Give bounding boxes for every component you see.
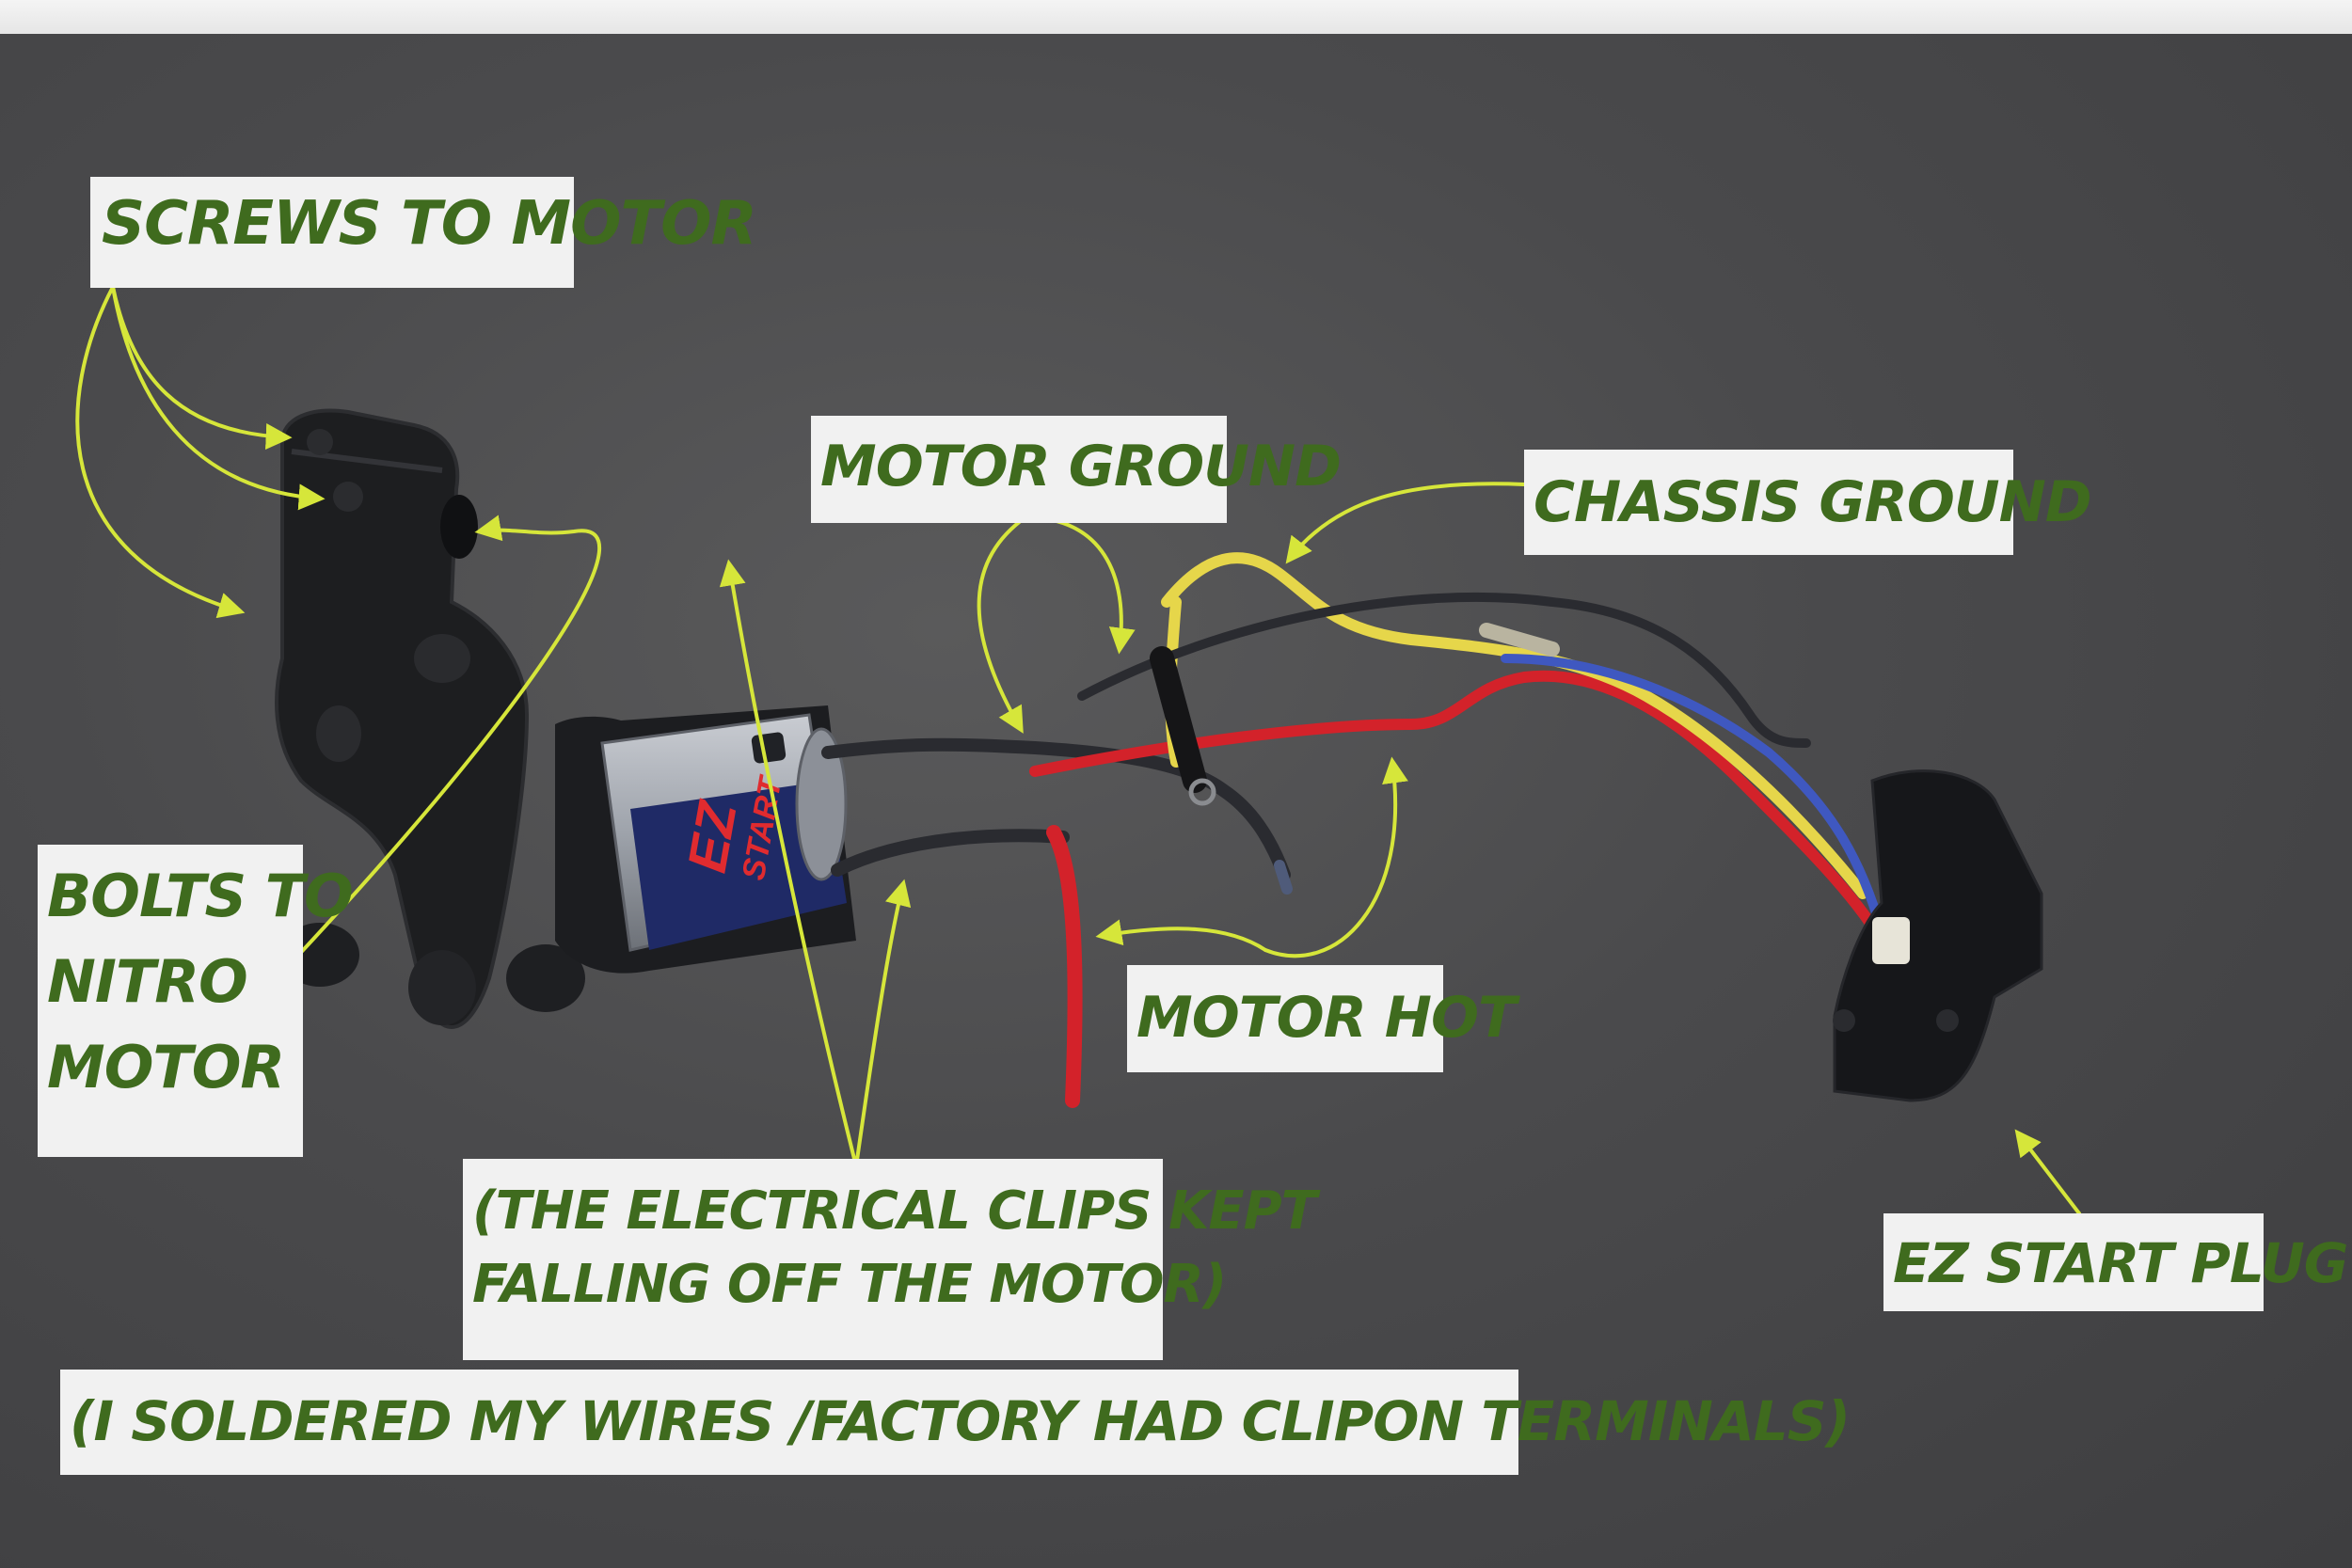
motor-hot-wire	[1046, 825, 1083, 1108]
arrow-motor-hot-2	[1095, 919, 1267, 952]
arrow-motor-ground-1	[977, 515, 1027, 734]
arrow-clips-1	[719, 559, 858, 1168]
label-clips-note-line-1: (The Electrical Clips Kept	[472, 1180, 1317, 1242]
arrow-clips-2	[854, 879, 912, 1168]
label-solder-note: (I soldered my wires /factory had clipon…	[60, 1370, 1851, 1475]
arrow-motor-hot-1	[1263, 756, 1408, 958]
label-chassis-ground: Chassis Ground	[1524, 450, 2092, 555]
label-bolts-to-nitro-motor: Bolts To Nitro Motor	[38, 845, 354, 1157]
label-bolts-line-2: Nitro	[47, 946, 248, 1016]
motor-hot-lead	[831, 829, 1070, 877]
housing-bolt-hole	[316, 705, 361, 762]
label-motor-ground: Motor Ground	[811, 416, 1342, 523]
ground-wire-end	[1274, 860, 1293, 895]
arrow-ez-start	[2014, 1129, 2081, 1215]
annotation-arrows	[75, 285, 2081, 1215]
motor-logo-ez: EZ	[676, 795, 749, 877]
wire-harness	[821, 552, 1887, 1108]
label-bolts-line-1: Bolts To	[47, 862, 354, 930]
arrow-chassis-ground	[1285, 482, 1526, 564]
label-ez-start-plug: EZ Start Plug	[1883, 1213, 2348, 1311]
label-solder-note-text: (I soldered my wires /factory had clipon…	[70, 1389, 1851, 1453]
arrow-screws-1	[75, 285, 246, 619]
housing-screw	[333, 482, 363, 512]
gear-housing	[275, 408, 585, 1029]
arrow-bolts	[262, 515, 602, 994]
housing-boss	[414, 634, 470, 683]
red-lead	[1029, 670, 1887, 946]
label-chassis-ground-text: Chassis Ground	[1534, 469, 2092, 535]
blue-lead	[1501, 654, 1886, 936]
label-screws-to-motor: Screws To Motor	[90, 177, 757, 288]
background-wall	[0, 0, 2352, 34]
label-clips-note-line-2: Falling Off the Motor)	[472, 1254, 1227, 1316]
chassis-ground-wire	[1161, 552, 1868, 899]
ring-terminal	[1188, 778, 1216, 806]
arrow-motor-ground-2	[1024, 515, 1136, 655]
bullet-connector	[1479, 623, 1560, 657]
label-motor-hot: Motor Hot	[1127, 965, 1517, 1072]
arrow-screws-2	[111, 285, 293, 451]
arrow-screws-3	[111, 285, 326, 511]
label-motor-ground-text: Motor Ground	[820, 434, 1342, 499]
housing-screw	[307, 429, 333, 455]
label-motor-hot-text: Motor Hot	[1136, 985, 1517, 1051]
label-clips-note: (The Electrical Clips Kept Falling Off t…	[463, 1159, 1317, 1360]
heat-shrink	[1150, 646, 1207, 793]
label-screws-to-motor-text: Screws To Motor	[102, 189, 757, 259]
ez-start-plug-body	[1833, 769, 2043, 1102]
starter-motor: EZ START	[555, 705, 856, 974]
housing-bolt-hole	[440, 495, 478, 559]
label-bolts-line-3: Motor	[47, 1032, 285, 1101]
housing-boss	[506, 944, 585, 1012]
black-lead	[1077, 592, 1811, 748]
label-ez-start-plug-text: EZ Start Plug	[1893, 1231, 2348, 1295]
housing-boss	[408, 950, 476, 1025]
